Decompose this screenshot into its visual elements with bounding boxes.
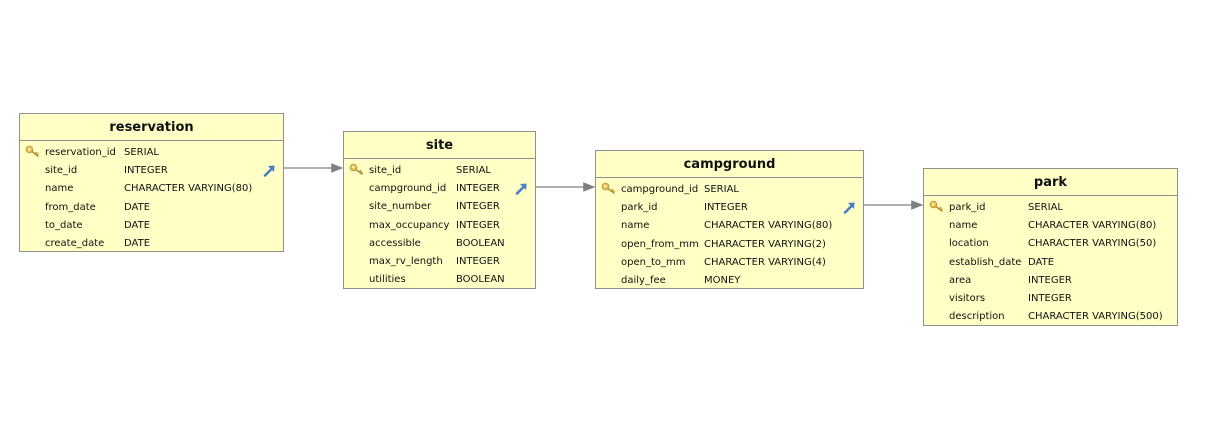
column-name: daily_fee [621, 274, 666, 286]
column-row-max-rv-length[interactable]: max_rv_length INTEGER [344, 253, 535, 271]
column-name: max_rv_length [369, 255, 443, 267]
column-row-campground-id[interactable]: campground_id SERIAL [596, 181, 863, 199]
column-row-reservation-id[interactable]: reservation_id SERIAL [20, 144, 283, 162]
column-row-location[interactable]: location CHARACTER VARYING(50) [924, 235, 1177, 253]
column-row-open-from-mm[interactable]: open_from_mm CHARACTER VARYING(2) [596, 236, 863, 254]
column-type: CHARACTER VARYING(80) [124, 183, 253, 195]
column-list: park_id SERIAL name CHARACTER VARYING(80) lo… [924, 196, 1177, 326]
column-type: CHARACTER VARYING(80) [704, 220, 833, 232]
column-name: description [949, 311, 1005, 323]
entity-title: park [924, 169, 1177, 196]
column-type: SERIAL [704, 184, 739, 195]
column-name: park_id [949, 202, 986, 213]
column-row-utilities[interactable]: utilities BOOLEAN [344, 271, 535, 289]
column-row-site-id[interactable]: site_id INTEGER [20, 162, 283, 180]
column-row-park-id[interactable]: park_id SERIAL [924, 199, 1177, 217]
column-row-name[interactable]: name CHARACTER VARYING(80) [20, 180, 283, 198]
column-name: utilities [369, 274, 406, 286]
column-name: establish_date [949, 256, 1022, 268]
column-type: INTEGER [456, 255, 500, 267]
column-name: name [45, 183, 74, 195]
entity-campground[interactable]: campground campground_id SERIAL park_id INT… [595, 150, 864, 289]
column-row-area[interactable]: area INTEGER [924, 272, 1177, 290]
column-name: to_date [45, 219, 83, 231]
column-name: park_id [621, 202, 658, 214]
primary-key-icon [929, 200, 944, 212]
column-type: INTEGER [456, 201, 500, 213]
column-row-open-to-mm[interactable]: open_to_mm CHARACTER VARYING(4) [596, 254, 863, 272]
primary-key-icon [349, 163, 364, 175]
column-type: SERIAL [456, 165, 491, 176]
column-row-daily-fee[interactable]: daily_fee MONEY [596, 272, 863, 290]
column-type: MONEY [704, 274, 741, 286]
column-type: DATE [124, 219, 151, 231]
column-name: create_date [45, 237, 105, 249]
column-name: open_from_mm [621, 238, 699, 250]
column-name: area [949, 274, 972, 286]
column-type: INTEGER [456, 219, 500, 231]
column-row-site-number[interactable]: site_number INTEGER [344, 198, 535, 216]
column-type: SERIAL [1028, 202, 1063, 213]
column-row-description[interactable]: description CHARACTER VARYING(500) [924, 308, 1177, 326]
column-name: site_id [45, 165, 78, 177]
column-row-park-id[interactable]: park_id INTEGER [596, 199, 863, 217]
column-name: site_number [369, 201, 432, 213]
column-row-site-id[interactable]: site_id SERIAL [344, 162, 535, 180]
column-type: INTEGER [1028, 292, 1072, 304]
column-name: name [621, 220, 650, 232]
column-row-visitors[interactable]: visitors INTEGER [924, 290, 1177, 308]
column-type: CHARACTER VARYING(2) [704, 238, 826, 250]
column-name: open_to_mm [621, 256, 686, 268]
entity-reservation[interactable]: reservation reservation_id SERIAL site_id I… [19, 113, 284, 252]
column-type: DATE [124, 237, 151, 249]
column-row-from-date[interactable]: from_date DATE [20, 199, 283, 217]
column-name: site_id [369, 165, 402, 176]
column-type: CHARACTER VARYING(500) [1028, 311, 1163, 323]
column-row-create-date[interactable]: create_date DATE [20, 235, 283, 253]
column-row-max-occupancy[interactable]: max_occupancy INTEGER [344, 217, 535, 235]
column-name: name [949, 220, 978, 232]
column-name: accessible [369, 237, 421, 249]
column-name: visitors [949, 292, 986, 304]
column-row-to-date[interactable]: to_date DATE [20, 217, 283, 235]
column-type: CHARACTER VARYING(80) [1028, 220, 1157, 232]
column-type: CHARACTER VARYING(4) [704, 256, 826, 268]
column-row-accessible[interactable]: accessible BOOLEAN [344, 235, 535, 253]
column-name: from_date [45, 201, 96, 213]
column-row-name[interactable]: name CHARACTER VARYING(80) [596, 217, 863, 235]
column-name: campground_id [369, 183, 447, 195]
column-type: INTEGER [124, 165, 168, 177]
foreign-key-arrow-icon [515, 182, 528, 195]
entity-title: site [344, 132, 535, 159]
entity-title: campground [596, 151, 863, 178]
column-type: INTEGER [1028, 274, 1072, 286]
column-type: DATE [124, 201, 151, 213]
entity-title: reservation [20, 114, 283, 141]
primary-key-icon [25, 145, 40, 157]
column-type: BOOLEAN [456, 237, 505, 249]
column-name: campground_id [621, 184, 699, 195]
foreign-key-arrow-icon [263, 164, 276, 177]
column-row-name[interactable]: name CHARACTER VARYING(80) [924, 217, 1177, 235]
foreign-key-arrow-icon [843, 201, 856, 214]
column-type: BOOLEAN [456, 274, 505, 286]
column-name: location [949, 238, 989, 250]
column-type: DATE [1028, 256, 1055, 268]
column-list: reservation_id SERIAL site_id INTEGER name CH… [20, 141, 283, 253]
column-type: INTEGER [704, 202, 748, 214]
column-name: reservation_id [45, 147, 116, 158]
column-type: INTEGER [456, 183, 500, 195]
primary-key-icon [601, 182, 616, 194]
column-name: max_occupancy [369, 219, 450, 231]
column-row-campground-id[interactable]: campground_id INTEGER [344, 180, 535, 198]
column-type: CHARACTER VARYING(50) [1028, 238, 1157, 250]
column-type: SERIAL [124, 147, 159, 158]
column-row-establish-date[interactable]: establish_date DATE [924, 254, 1177, 272]
